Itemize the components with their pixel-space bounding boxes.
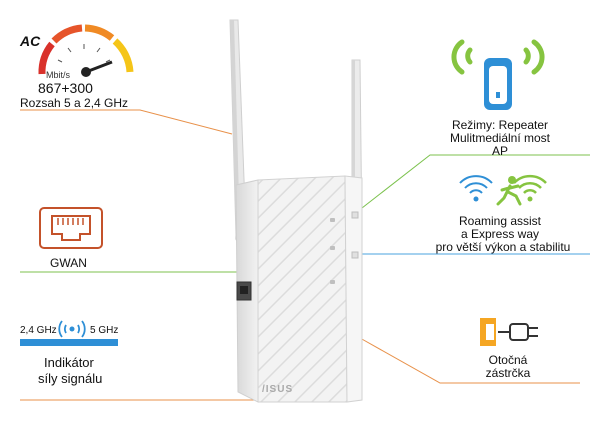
signal-band-left: 2,4 GHz — [20, 325, 57, 336]
speed-value: 867+300 — [38, 80, 93, 96]
roaming-line-3: pro větší výkon a stabilitu — [435, 240, 571, 254]
leader-line-speed — [20, 109, 233, 135]
leader-line-plug — [359, 337, 580, 384]
speed-range: Rozsah 5 a 2,4 GHz — [20, 96, 129, 110]
leader-line-modes — [361, 154, 590, 209]
speed-unit: Mbit/s — [46, 70, 71, 80]
signal-label-2: síly signálu — [38, 371, 103, 386]
device-logo: /ISUS — [262, 384, 294, 395]
modes-line-1: Režimy: Repeater — [451, 118, 549, 132]
plug-line-1: Otočná — [488, 353, 528, 367]
ac-badge: AC — [20, 33, 41, 49]
plug-line-2: zástrčka — [485, 366, 531, 380]
signal-band-right: 5 GHz — [90, 325, 119, 336]
modes-line-3: AP — [491, 144, 508, 158]
signal-bar — [20, 339, 118, 346]
modes-line-2: Mulitmediální most — [449, 131, 551, 145]
signal-label-1: Indikátor — [44, 355, 94, 370]
roaming-line-2: a Express way — [460, 227, 540, 241]
roaming-line-1: Roaming assist — [458, 214, 542, 228]
gwan-label: GWAN — [50, 256, 87, 270]
